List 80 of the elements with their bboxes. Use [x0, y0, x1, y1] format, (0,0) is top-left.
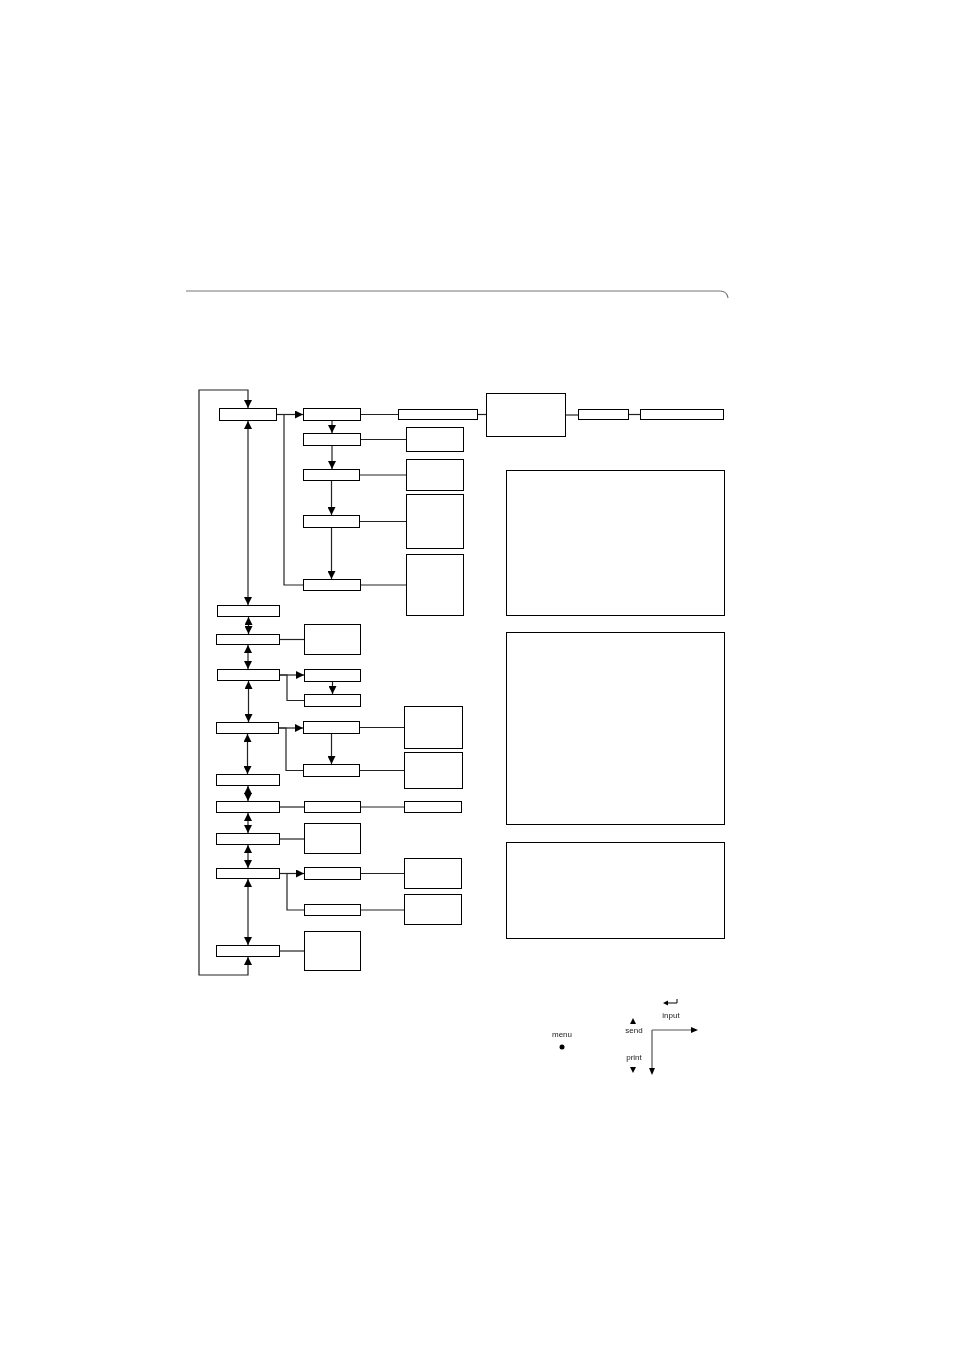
connector-line: [360, 413, 399, 416]
key-label: send: [625, 1027, 643, 1035]
menu-box: [304, 823, 361, 854]
menu-box: [506, 470, 725, 616]
menu-box: [217, 605, 280, 617]
menu-box: [216, 801, 280, 813]
menu-box: [216, 634, 280, 645]
menu-box: [303, 579, 361, 591]
arrow: [244, 420, 252, 606]
connector-line: [279, 806, 305, 808]
connector-line: [359, 474, 407, 476]
menu-box: [486, 393, 566, 437]
key-label: input: [662, 1012, 680, 1020]
menu-box: [304, 624, 361, 655]
menu-box: [398, 409, 478, 420]
connector-line: [279, 838, 305, 840]
menu-box: [216, 833, 280, 845]
connector-line: [360, 438, 407, 441]
menu-box: [404, 801, 462, 813]
arrow: [244, 878, 252, 946]
connector-line: [360, 584, 407, 586]
menu-box: [406, 459, 464, 491]
connector-line: [359, 769, 405, 772]
menu-box: [217, 669, 280, 681]
menu-box: [304, 867, 361, 880]
menu-box: [304, 694, 361, 707]
connector-line: [279, 638, 305, 641]
arrow: [328, 681, 337, 695]
menu-box: [404, 706, 463, 749]
menu-box: [304, 669, 361, 682]
menu-box: [303, 764, 360, 777]
menu-box: [216, 774, 280, 786]
arrow: [327, 733, 336, 765]
key-label: menu: [552, 1031, 572, 1039]
arrow: [244, 616, 253, 635]
key-label: print: [626, 1054, 642, 1062]
arrow: [244, 680, 253, 723]
connector-line: [279, 950, 305, 952]
connector-line: [276, 413, 304, 586]
menu-box: [578, 409, 629, 420]
menu-box: [216, 722, 279, 734]
arrow: [328, 420, 336, 434]
arrow: [244, 812, 252, 834]
menu-box: [304, 801, 361, 813]
connector-line: [360, 909, 405, 911]
menu-box: [303, 721, 360, 734]
menu-box: [303, 515, 360, 528]
arrow: [198, 389, 252, 976]
menu-box: [506, 632, 725, 825]
arrow: [327, 527, 336, 580]
connector-line: [360, 806, 405, 808]
menu-box: [304, 904, 361, 916]
menu-box: [219, 408, 277, 421]
menu-box: [404, 894, 462, 925]
arrow: [244, 644, 252, 670]
menu-box: [640, 409, 724, 420]
menu-box: [406, 494, 464, 549]
menu-box: [216, 868, 280, 879]
menu-box: [304, 931, 361, 971]
menu-box: [406, 427, 464, 452]
connector-line: [279, 872, 305, 911]
arrow: [328, 445, 336, 470]
menu-box: [506, 842, 725, 939]
arrow: [244, 785, 252, 802]
menu-box: [303, 469, 360, 481]
menu-box: [216, 945, 280, 957]
menu-box: [303, 408, 361, 421]
connector-line: [279, 674, 305, 702]
arrow: [244, 844, 252, 869]
menu-box: [404, 752, 463, 789]
menu-box: [406, 554, 464, 616]
arrow: [327, 480, 336, 516]
connector-line: [359, 520, 407, 523]
connector-line: [565, 414, 579, 416]
menu-box: [404, 858, 462, 889]
menu-box: [303, 433, 361, 446]
connector-line: [360, 872, 405, 875]
connector-line: [278, 727, 304, 772]
connector-line: [359, 726, 405, 729]
arrow: [243, 733, 252, 775]
